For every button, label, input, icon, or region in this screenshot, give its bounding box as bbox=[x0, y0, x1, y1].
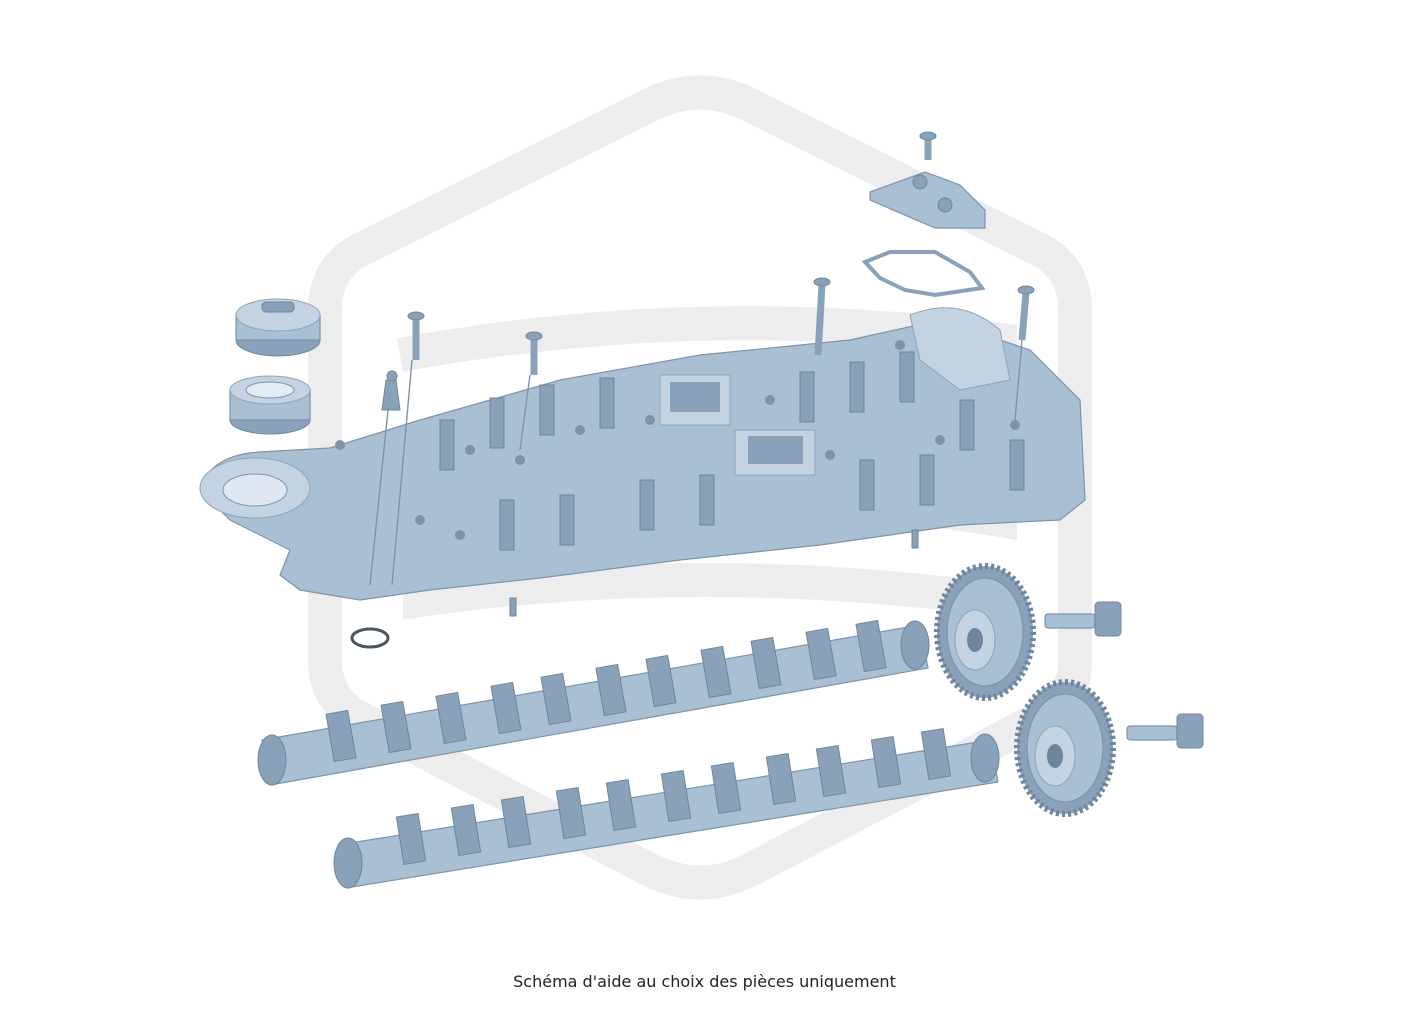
filler-neck-adapter bbox=[229, 375, 311, 435]
central-valve-upper bbox=[1044, 601, 1122, 637]
cover-bolts bbox=[369, 131, 1035, 586]
o-ring bbox=[350, 627, 390, 649]
central-valve-lower bbox=[1126, 713, 1204, 749]
camshaft-gear-upper bbox=[934, 563, 1036, 701]
dowel-pins bbox=[509, 529, 919, 617]
cover-plate bbox=[869, 171, 986, 229]
oil-filler-cap bbox=[235, 298, 321, 357]
exploded-parts-diagram bbox=[199, 75, 1204, 900]
cylinder-head-cover bbox=[199, 307, 1086, 601]
camshaft-lower bbox=[333, 728, 1000, 889]
camshaft-upper bbox=[257, 619, 930, 786]
camshaft-gear-lower bbox=[1014, 679, 1116, 817]
diagram-caption: Schéma d'aide au choix des pièces unique… bbox=[513, 972, 896, 991]
plate-gasket bbox=[861, 250, 986, 298]
